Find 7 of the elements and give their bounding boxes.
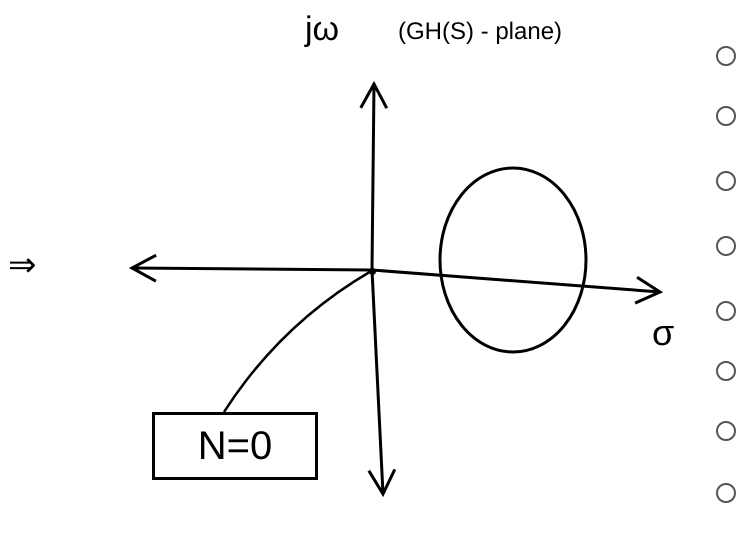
label-box: N=0 [152, 412, 318, 480]
axis-label: σ [652, 315, 674, 351]
origin-point [369, 268, 376, 275]
plane-label: (GH(S) - plane) [398, 20, 562, 44]
axis-label: jω [305, 12, 340, 46]
leader-line [222, 270, 372, 413]
implies-sign: ⇒ [8, 248, 36, 282]
